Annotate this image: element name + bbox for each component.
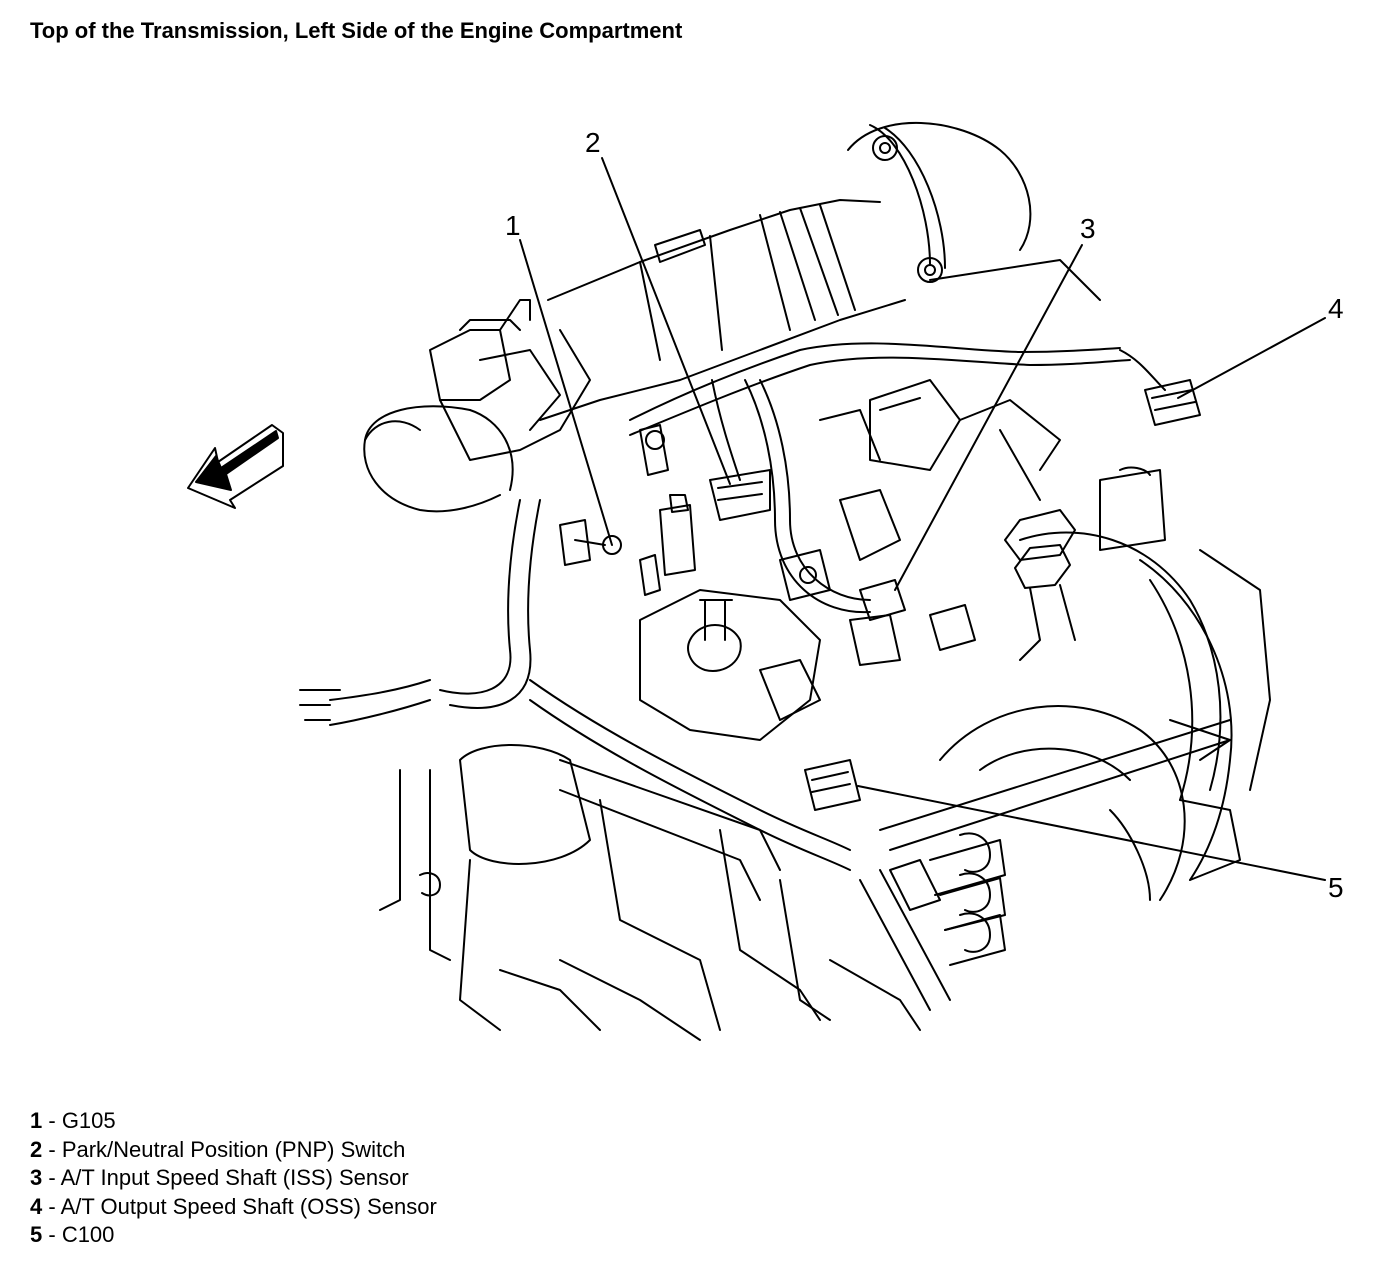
intake-hose	[363, 299, 591, 513]
legend-number: 4	[30, 1193, 43, 1219]
leader-line-5	[857, 785, 1326, 881]
legend-separator: -	[42, 1165, 61, 1191]
leader-line-4	[1177, 317, 1326, 399]
parts-legend: 1 - G105 2 - Park/Neutral Position (PNP)…	[30, 1107, 437, 1250]
legend-separator: -	[42, 1222, 62, 1248]
bell-housing	[939, 466, 1271, 901]
ground-bolt	[559, 494, 696, 596]
legend-item-4: 4 - A/T Output Speed Shaft (OSS) Sensor	[30, 1193, 437, 1222]
engine-compartment-drawing: 1 2 3 4 5	[187, 122, 1344, 1041]
leader-line-3	[894, 244, 1083, 591]
wiring-harness	[299, 342, 1166, 871]
legend-separator: -	[42, 1193, 61, 1219]
legend-separator: -	[42, 1136, 62, 1162]
legend-item-5: 5 - C100	[30, 1221, 437, 1250]
legend-label: A/T Output Speed Shaft (OSS) Sensor	[60, 1193, 437, 1219]
forward-direction-arrow-icon	[187, 424, 284, 509]
legend-number: 1	[30, 1108, 43, 1133]
legend-number: 3	[30, 1165, 43, 1191]
pnp-switch-area	[639, 379, 1201, 811]
legend-separator: -	[42, 1108, 62, 1133]
legend-item-3: 3 - A/T Input Speed Shaft (ISS) Sensor	[30, 1164, 437, 1193]
callout-number-2: 2	[585, 127, 601, 158]
legend-label: C100	[61, 1222, 115, 1248]
chassis-rail	[879, 719, 1231, 966]
upper-brackets	[639, 379, 1061, 666]
leader-line-2	[601, 157, 731, 485]
legend-number: 2	[30, 1136, 43, 1162]
crossmember	[379, 744, 951, 1041]
legend-label: G105	[61, 1108, 116, 1133]
legend-number: 5	[30, 1222, 43, 1248]
legend-item-2: 2 - Park/Neutral Position (PNP) Switch	[30, 1136, 437, 1165]
legend-label: A/T Input Speed Shaft (ISS) Sensor	[60, 1165, 409, 1191]
legend-label: Park/Neutral Position (PNP) Switch	[61, 1136, 406, 1162]
callout-number-4: 4	[1328, 293, 1344, 324]
callout-number-3: 3	[1080, 213, 1096, 244]
callout-number-5: 5	[1328, 872, 1344, 903]
diagram-title: Top of the Transmission, Left Side of th…	[30, 18, 683, 43]
leader-line-1	[519, 239, 613, 546]
transmission-housing	[539, 122, 1101, 421]
callout-number-1: 1	[505, 210, 521, 241]
leader-lines	[519, 157, 1326, 881]
legend-item-1: 1 - G105	[30, 1107, 437, 1136]
